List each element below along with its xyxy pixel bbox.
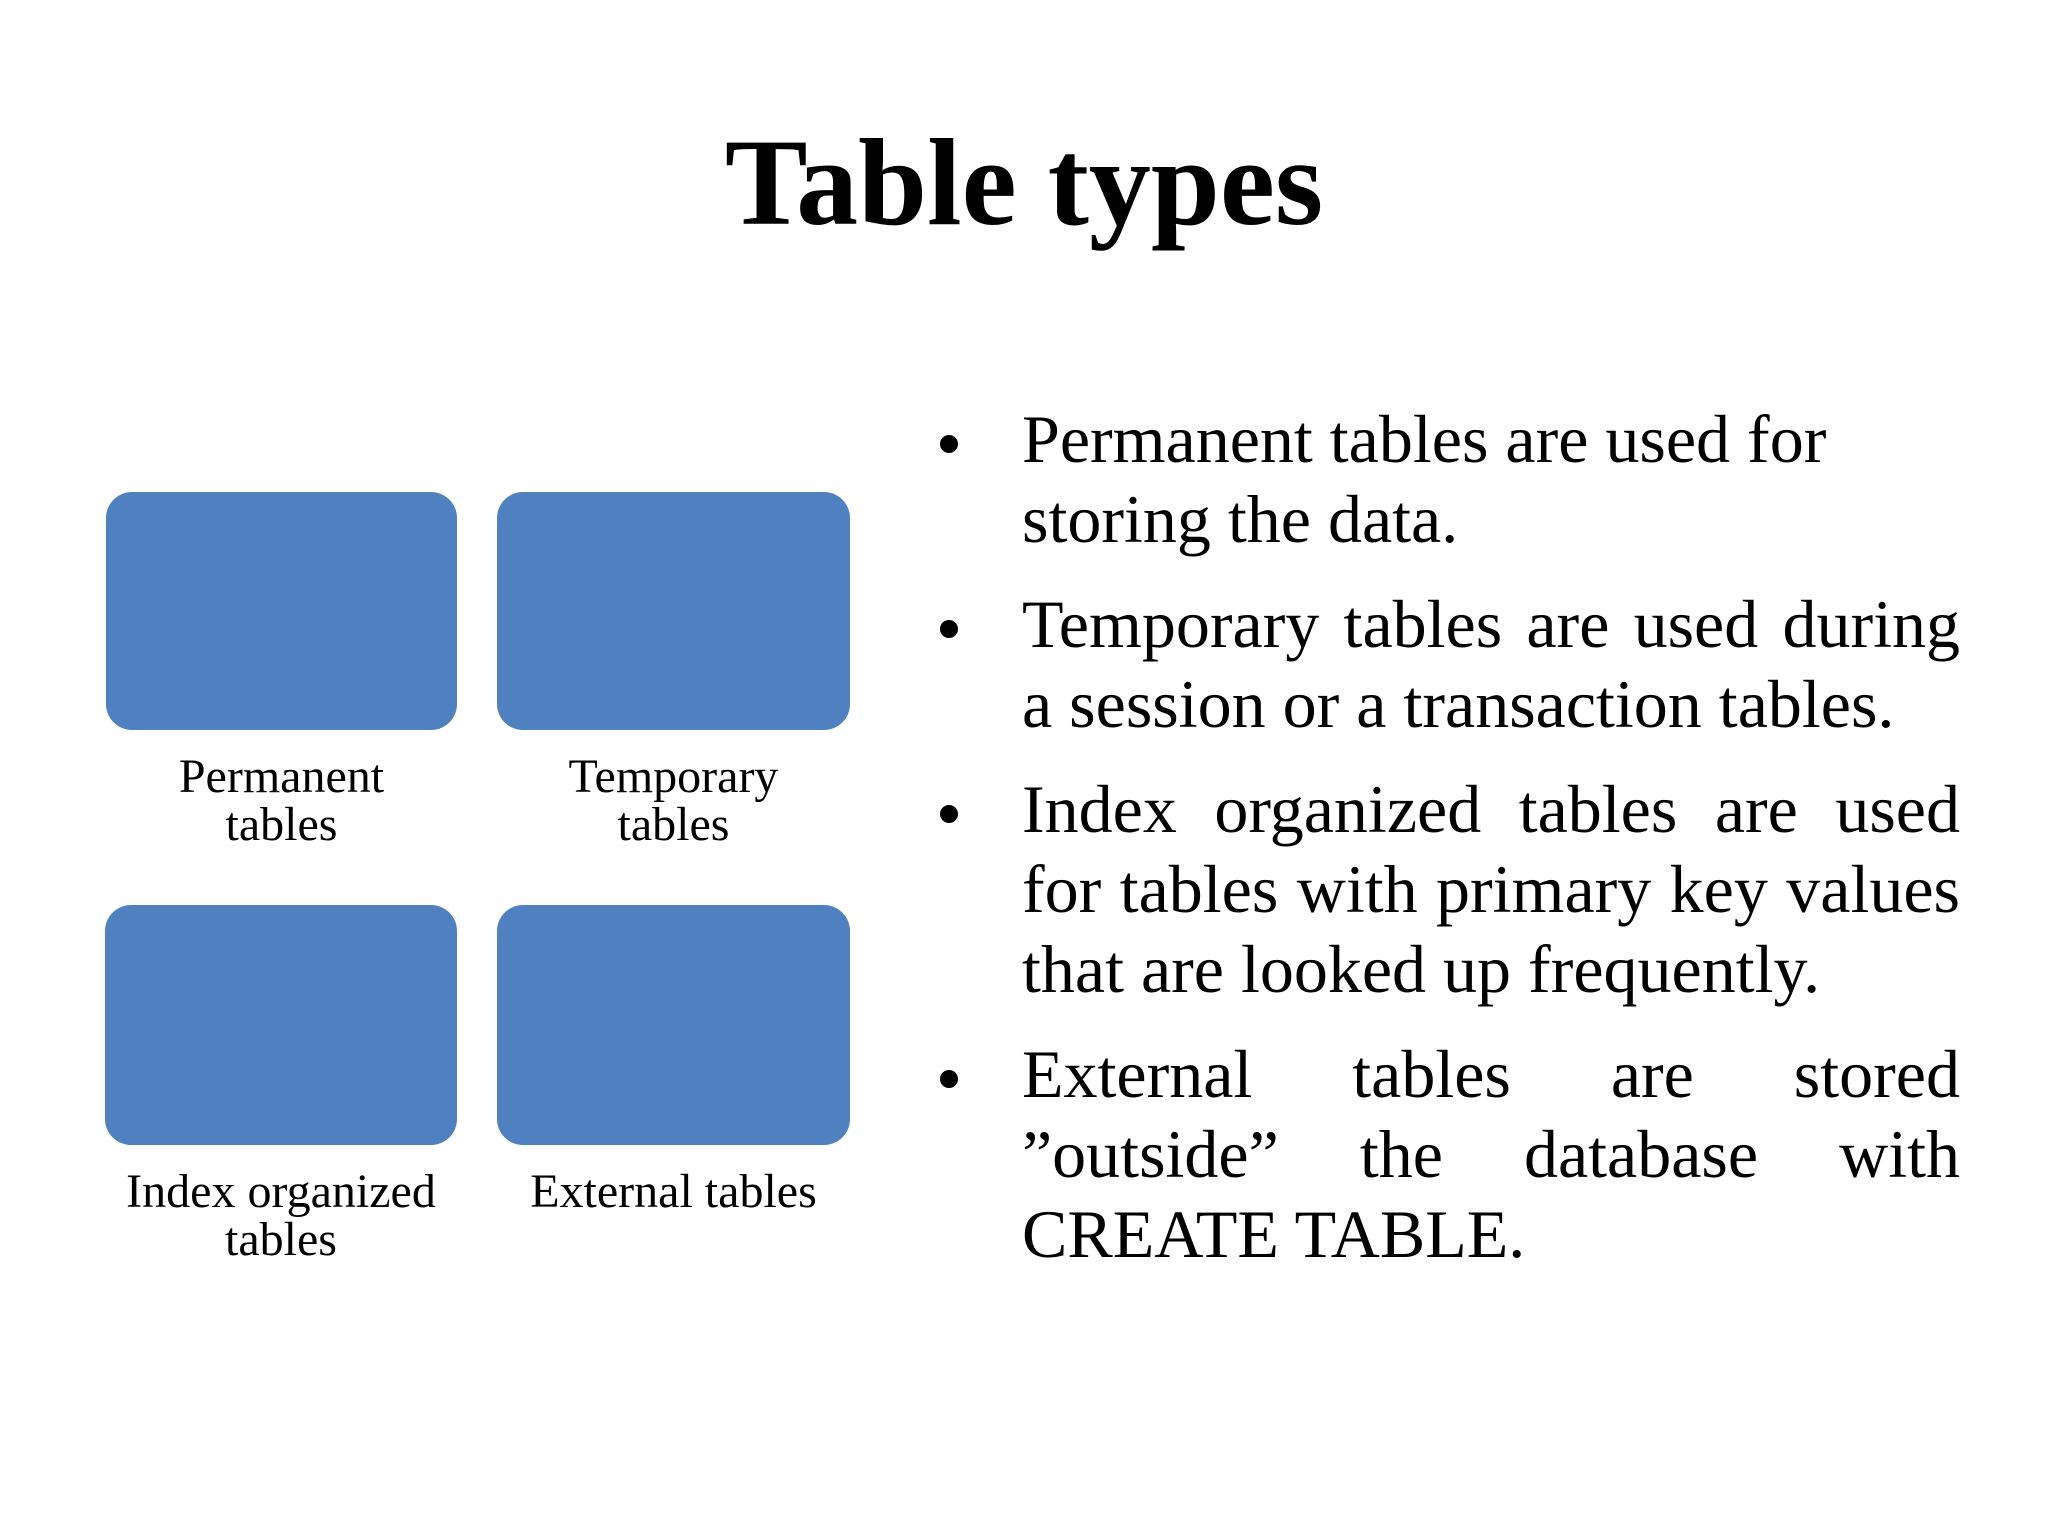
index-organized-tables-shape [105,905,457,1145]
bullet-icon [940,1070,958,1088]
bullet-line: a session or a transaction tables. [1022,666,1895,742]
bullet-line: ”outside” the database with [1022,1116,1960,1192]
bullet-line: that are looked up frequently. [1022,931,1821,1007]
bullet-line: Temporary tables are used during [1022,586,1960,662]
bullet-line: Index organized tables are used [1022,771,1960,847]
bullet-line: storing the data. [1022,481,1459,557]
bullet-line: External tables are stored [1022,1036,1960,1112]
bullet-line: for tables with primary key values [1022,851,1960,927]
permanent-tables-shape [106,492,457,730]
bullet-icon [940,620,958,638]
external-tables-label: External tables [497,1168,850,1216]
temporary-tables-shape [497,492,850,730]
bullet-icon [940,805,958,823]
box-label-line: tables [225,1213,337,1266]
page-title: Table types [724,114,1324,251]
box-label-line: tables [617,798,730,851]
bullet-icon [940,435,958,453]
box-label-line: Temporary [568,750,779,803]
box-label-line: External tables [530,1165,817,1218]
box-label-line: Index organized [126,1165,436,1218]
box-label-line: Permanent [178,750,385,803]
bullet-item: External tables are stored”outside” the … [930,1034,1960,1274]
box-label-line: tables [225,798,338,851]
external-tables-shape [497,905,850,1145]
bullet-line: Permanent tables are used for [1022,401,1827,477]
bullet-line: CREATE TABLE. [1022,1196,1526,1272]
